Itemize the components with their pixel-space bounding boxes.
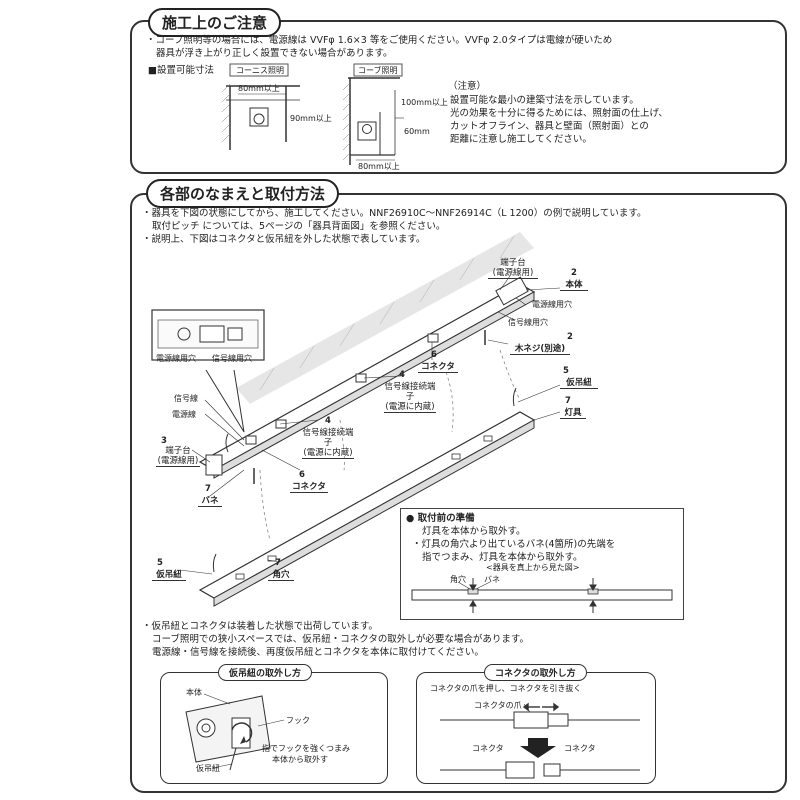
parts-line-3: ・説明上、下図はコネクタと仮吊紐を外した状態で表しています。: [142, 234, 426, 245]
note-line-3: カットオフライン、器具と壁面（照射面）との: [450, 121, 649, 132]
note-title: （注意）: [448, 81, 487, 92]
cornice-height-dim: 90mm以上: [290, 114, 332, 123]
lamp-number: 7: [565, 396, 571, 406]
hang-cord-label: 仮吊紐: [196, 764, 220, 773]
prep-corner-label: 角穴: [450, 575, 466, 584]
bottom-note-3: 電源線・信号線を接続後、再度仮吊紐とコネクタを本体に取付けてください。: [152, 647, 484, 658]
cove-height-dim: 100mm以上: [401, 98, 448, 107]
cornice-width-dim: 80mm以上: [238, 84, 280, 93]
connector-claw-label: コネクタの爪: [474, 701, 522, 710]
prep-line-1: 灯具を本体から取外す。: [422, 526, 526, 537]
terminal-left-number: 3: [161, 436, 167, 446]
hanging-cord-number-right: 5: [563, 366, 569, 376]
caution-title: 施工上のご注意: [148, 8, 282, 37]
spring-name: バネ: [198, 496, 222, 507]
hanging-cord-number-left: 5: [157, 558, 163, 568]
parts-section: [130, 193, 787, 793]
spring-number: 7: [205, 484, 211, 494]
hang-hook-label: フック: [286, 716, 310, 725]
bottom-note-1: ・仮吊紐とコネクタは装着した状態で出荷しています。: [142, 621, 378, 632]
parts-line-1: ・器具を下図の状態にしてから、施工してください。NNF26910C～NNF269…: [142, 208, 647, 219]
body-name: 本体: [560, 280, 588, 291]
connector-name-mid: コネクタ: [290, 482, 328, 493]
bottom-note-2: コーブ照明での狭小スペースでは、仮吊紐・コネクタの取外しが必要な場合があります。: [152, 634, 529, 645]
hang-instruction-1: 指でフックを強くつまみ: [262, 744, 350, 753]
signal-hole-label: 信号線用穴: [508, 318, 548, 327]
cove-width-dim: 80mm以上: [358, 162, 400, 171]
inset-power-hole: 電源線用穴: [156, 354, 196, 363]
signal-terminal-name-mid: 信号線接続端子 (電源に内蔵): [302, 428, 354, 459]
signal-terminal-number-top: 4: [399, 370, 405, 380]
inset-signal-hole: 信号線用穴: [212, 354, 252, 363]
terminal-top-label: 端子台 (電源線用): [488, 258, 538, 279]
connector-left-label: コネクタ: [472, 744, 504, 753]
parts-line-2: 取付ピッチ については、5ページの「器具背面図」を参照ください。: [152, 221, 446, 232]
caution-section: [130, 20, 787, 174]
hang-body-label: 本体: [186, 688, 202, 697]
cornice-label: コーニス照明: [236, 66, 284, 75]
power-hole-label: 電源線用穴: [532, 300, 572, 309]
prep-spring-label: バネ: [484, 575, 500, 584]
prep-caption: <器具を真上から見た図>: [486, 563, 580, 572]
screw-number: 2: [567, 332, 573, 342]
hanging-cord-name-right: 仮吊紐: [560, 378, 598, 389]
prep-line-3: 指でつまみ、灯具を本体から取外す。: [422, 552, 583, 563]
prep-title: ● 取付前の準備: [406, 513, 475, 524]
connector-number-top: 6: [431, 350, 437, 360]
connector-right-label: コネクタ: [564, 744, 596, 753]
terminal-left-name: 端子台 (電源線用): [156, 446, 200, 467]
hang-removal-title: 仮吊紐の取外し方: [218, 664, 313, 681]
lamp-name: 灯具: [560, 408, 586, 419]
note-line-2: 光の効果を十分に得るためには、照射面の仕上げ、: [450, 108, 668, 119]
signal-wire-label: 信号線: [174, 394, 198, 403]
screw-name: 木ネジ(別途): [510, 344, 570, 355]
cove-lip-dim: 60mm: [404, 127, 430, 136]
connector-removal-instruction: コネクタの爪を押し、コネクタを引き抜く: [430, 684, 582, 693]
connector-name-top: コネクタ: [418, 362, 458, 373]
note-line-4: 距離に注意し施工してください。: [450, 134, 592, 145]
prep-line-2: ・灯具の角穴より出ているバネ(4箇所)の先端を: [412, 539, 616, 550]
caution-line-2: 器具が浮き上がり正しく設置できない場合があります。: [156, 48, 393, 59]
body-number: 2: [571, 268, 577, 278]
cove-label: コーブ照明: [358, 66, 398, 75]
signal-terminal-name-top: 信号線接続端子 (電源に内蔵): [384, 382, 436, 413]
connector-number-mid: 6: [299, 470, 305, 480]
prep-box: [400, 508, 684, 620]
note-line-1: 設置可能な最小の建築寸法を示しています。: [450, 95, 639, 106]
parts-title: 各部のなまえと取付方法: [146, 179, 340, 208]
corner-hole-number: 7: [275, 558, 281, 568]
caution-line-1: ・コーブ照明等の場合には、電源線は VVFφ 1.6×3 等をご使用ください。V…: [146, 35, 613, 46]
install-dimensions-label: ■設置可能寸法: [148, 65, 214, 76]
signal-terminal-number-mid: 4: [325, 416, 331, 426]
power-wire-label: 電源線: [172, 410, 196, 419]
hang-instruction-2: 本体から取外す: [272, 755, 328, 764]
hanging-cord-name-left: 仮吊紐: [152, 570, 186, 581]
connector-removal-title: コネクタの取外し方: [484, 664, 587, 681]
corner-hole-name: 角穴: [268, 570, 294, 581]
